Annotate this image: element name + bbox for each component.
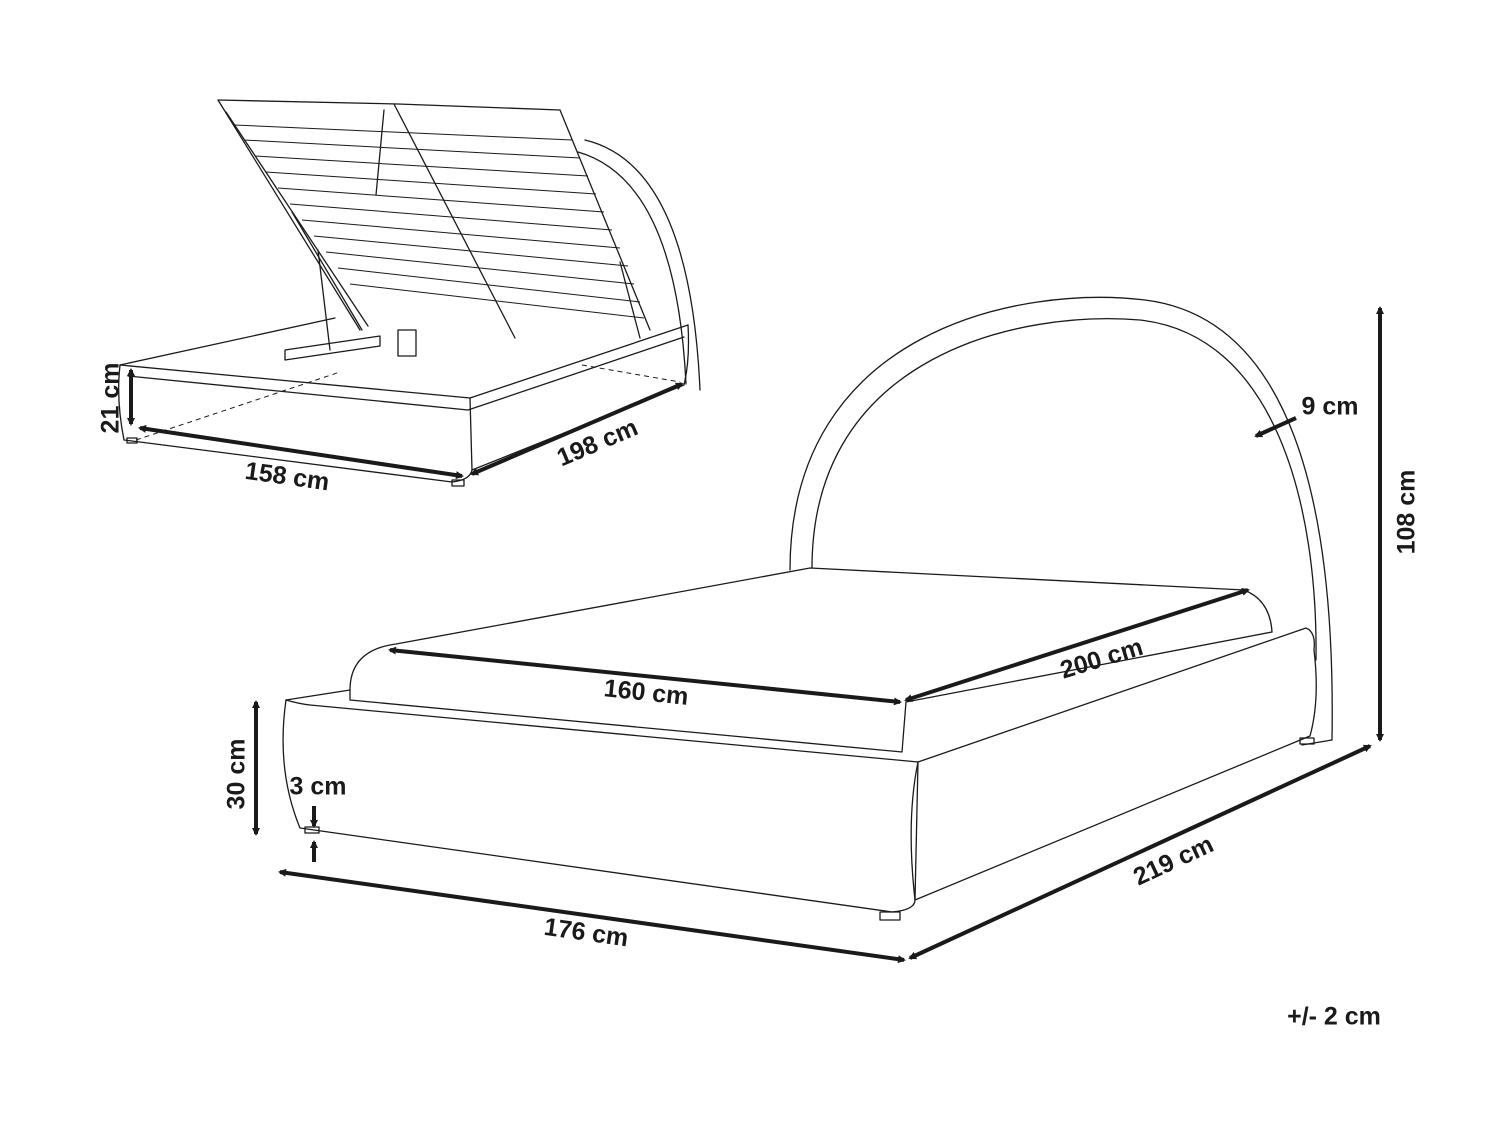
mattress-length-label: 200 cm (1057, 633, 1146, 685)
storage-height-label: 21 cm (97, 363, 125, 434)
dimension-labels: 21 cm 158 cm 198 cm 160 cm 200 cm 9 cm 1… (97, 363, 1421, 1031)
total-height-label: 108 cm (1393, 470, 1421, 555)
total-length-label: 219 cm (1129, 830, 1218, 891)
tolerance-label: +/- 2 cm (1287, 1003, 1381, 1031)
dim-storage-length (470, 382, 684, 476)
leg-height-label: 3 cm (290, 773, 347, 801)
main-bed-illustration (282, 296, 1333, 921)
storage-bed-illustration (118, 99, 701, 487)
dim-total-width (278, 868, 906, 964)
dim-mattress-length (904, 588, 1250, 702)
storage-width-label: 158 cm (243, 457, 331, 497)
dim-storage-width (138, 424, 464, 480)
dim-total-length (908, 744, 1372, 960)
dim-mattress-width (388, 646, 902, 706)
headboard-thickness-label: 9 cm (1302, 393, 1359, 421)
dim-headboard-thickness (1254, 416, 1297, 438)
dimension-lines (127, 306, 1384, 964)
frame-height-label: 30 cm (223, 739, 251, 810)
